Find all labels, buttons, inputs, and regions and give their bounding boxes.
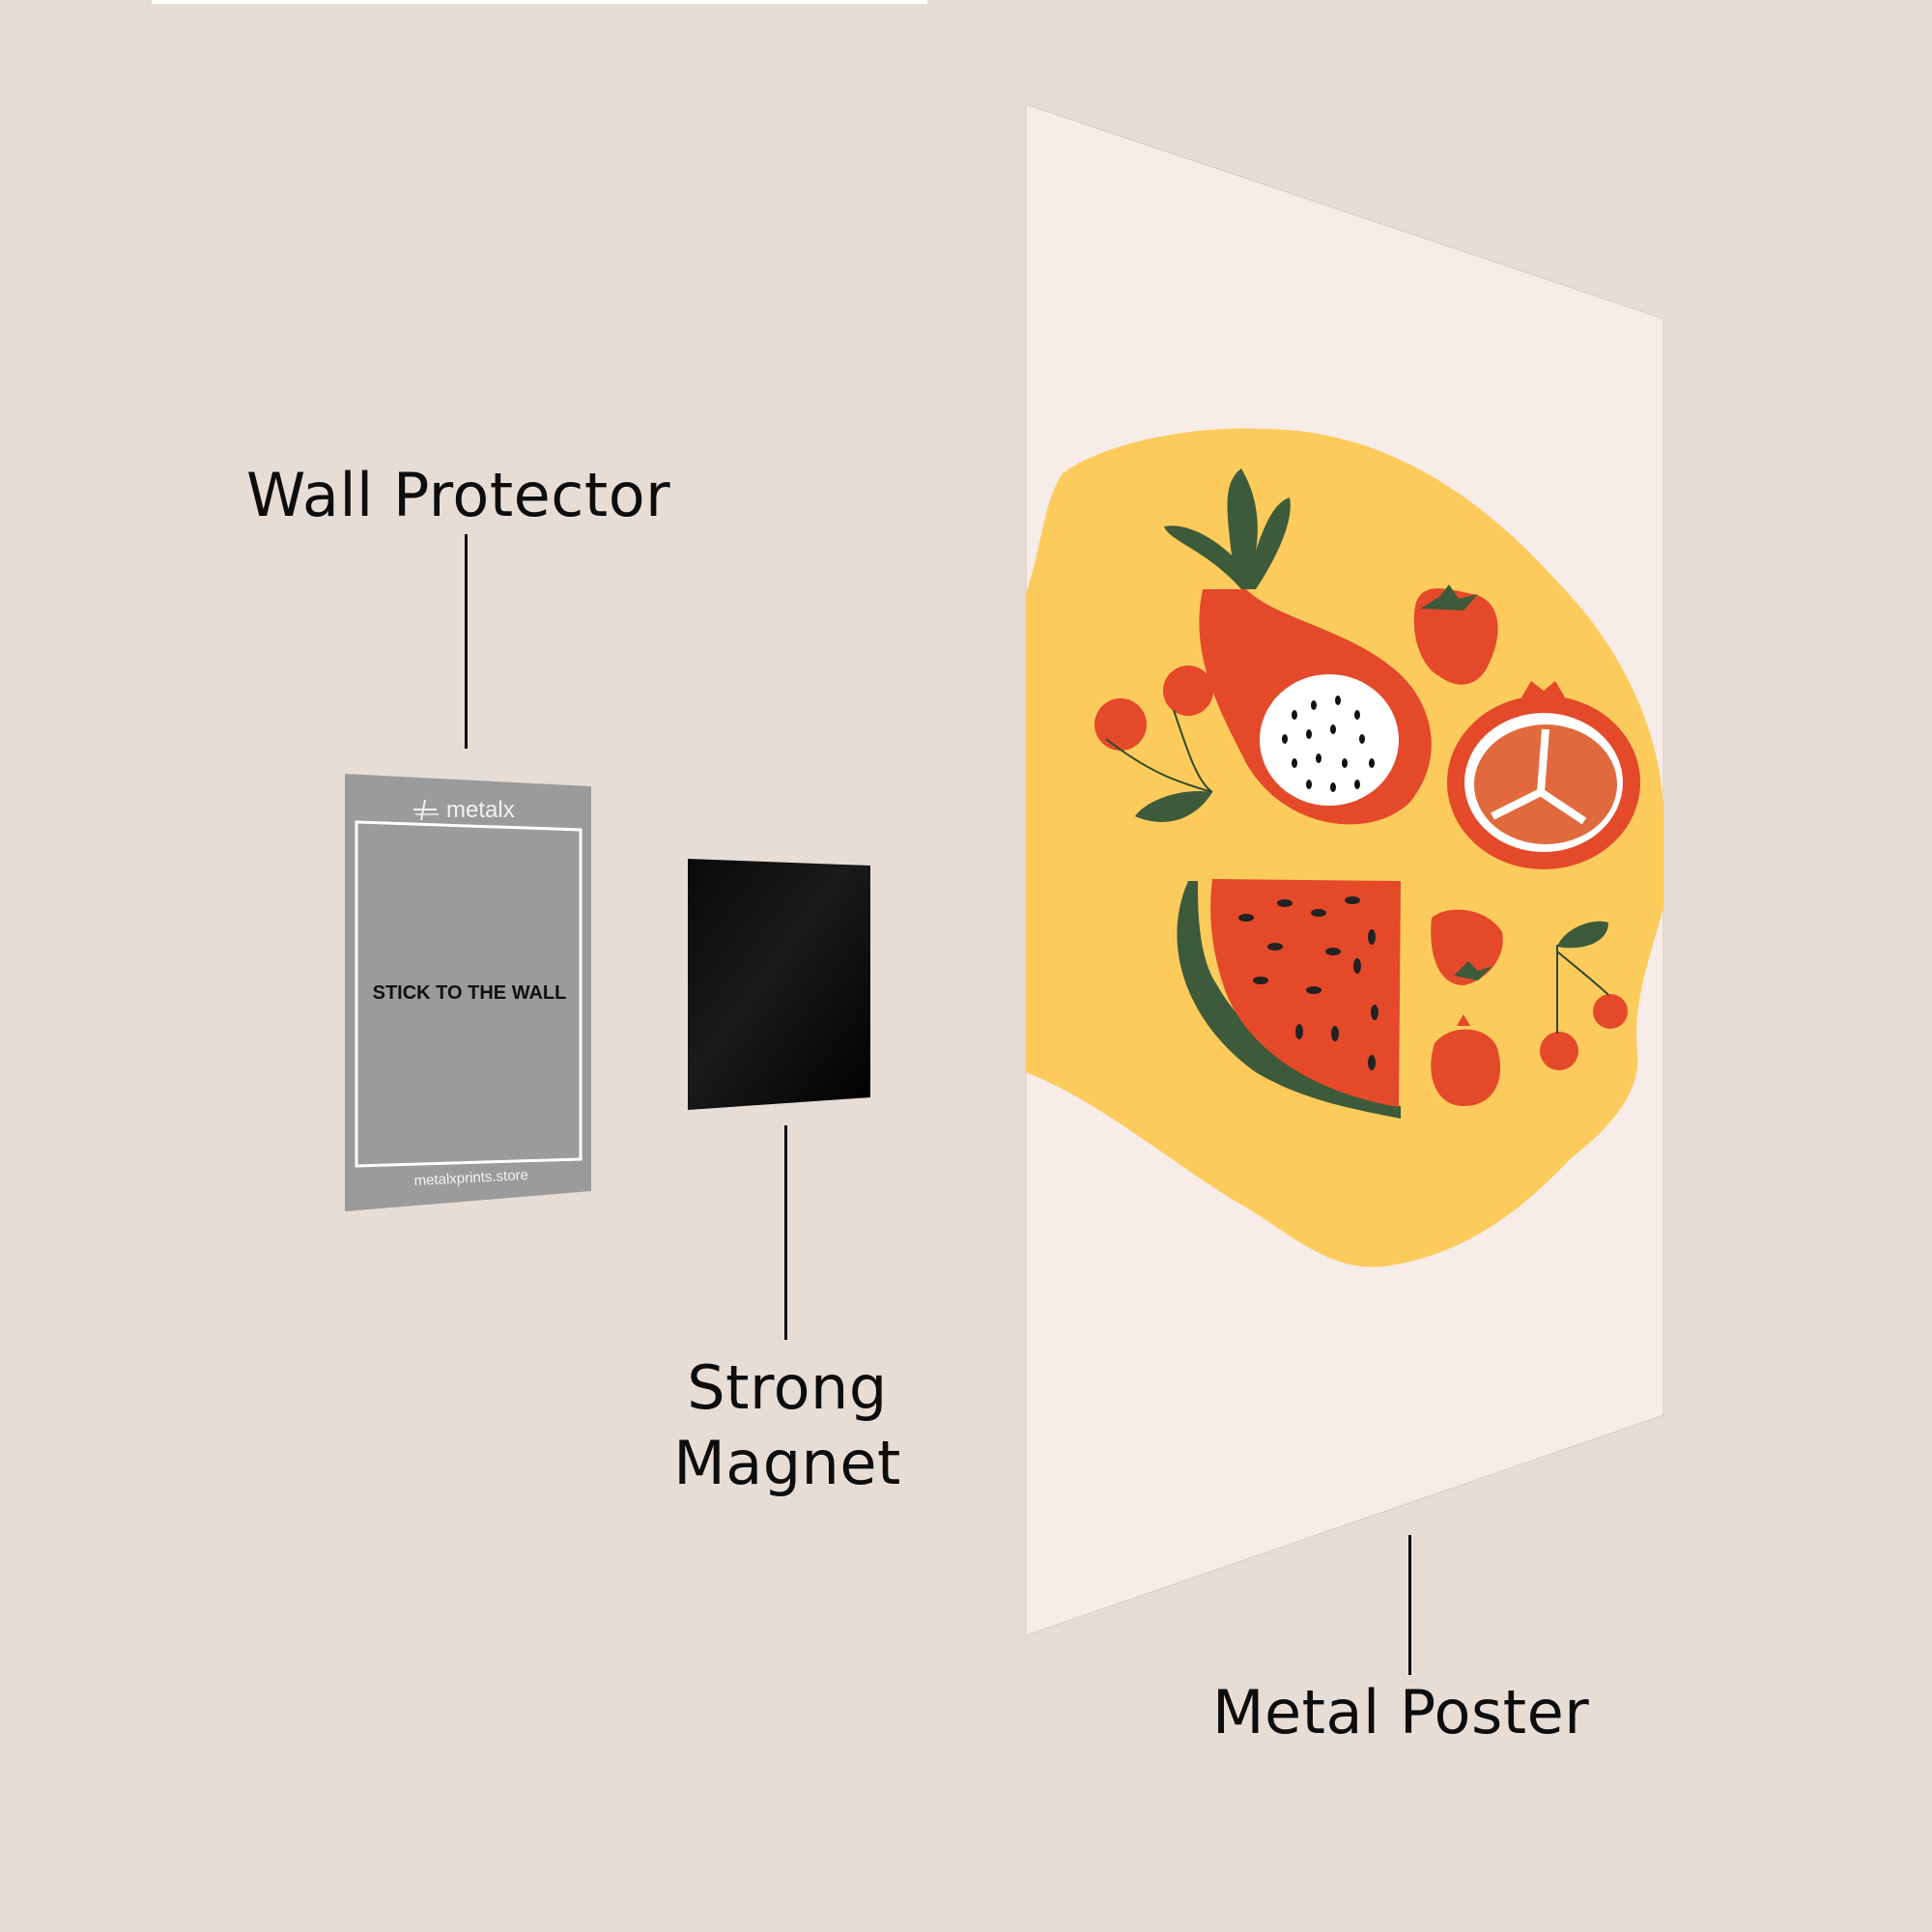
metalx-logo-icon: [413, 799, 439, 821]
strong-magnet-callout-line: [784, 1125, 787, 1340]
wall-protector-label: Wall Protector: [246, 460, 671, 530]
wall-protector-callout-line: [465, 534, 468, 749]
strong-magnet-label-line1: Strong: [687, 1352, 888, 1423]
dragon-fruit-icon: [1164, 469, 1432, 825]
pomegranate-half-icon: [1447, 681, 1640, 869]
cherries-icon: [1540, 921, 1628, 1070]
strong-magnet-label-line2: Magnet: [673, 1428, 901, 1498]
strong-magnet-label: Strong Magnet: [667, 1350, 908, 1501]
strawberry-icon: [1413, 584, 1498, 685]
strawberry-icon: [1431, 909, 1503, 985]
yellow-blob: [1026, 428, 1663, 1267]
metal-poster-label: Metal Poster: [1212, 1677, 1590, 1747]
top-edge-strip: [152, 0, 927, 4]
brand-text: metalx: [446, 797, 515, 823]
instruction-text: STICK TO THE WALL: [373, 982, 567, 1004]
cherries-icon: [1094, 666, 1213, 822]
pomegranate-icon: [1431, 1014, 1501, 1106]
wall-protector-card: metalx STICK TO THE WALL metalxprints.st…: [345, 774, 591, 1211]
strong-magnet: [688, 859, 870, 1110]
watermelon-slice-icon: [1177, 879, 1401, 1119]
metal-poster: [1025, 103, 1664, 1636]
website-text: metalxprints.store: [413, 1167, 528, 1189]
metal-poster-callout-line: [1408, 1535, 1411, 1675]
